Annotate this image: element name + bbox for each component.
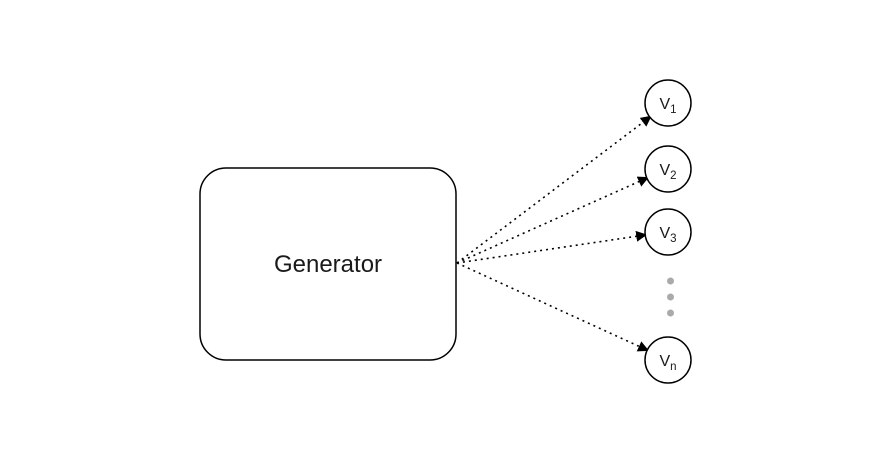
node-label-base: V [659,225,670,242]
generator-box [199,167,457,361]
node-label-base: V [659,96,670,113]
node-label-v2: V2 [659,162,676,182]
node-v2: V2 [644,145,692,193]
edge-generator-to-v3 [456,230,648,264]
node-label-sub: 2 [670,170,676,182]
generator-label: Generator [274,251,382,278]
node-label-v1: V1 [659,96,676,116]
edges [456,115,652,352]
node-label-sub: 1 [670,104,676,116]
node-v1: V1 [644,79,692,127]
edge-generator-to-v1 [456,115,652,264]
node-label-sub: 3 [670,233,676,245]
generator-node: Generator [199,167,457,361]
edge-generator-to-v2 [456,176,650,264]
ellipsis-dot [667,309,674,317]
node-label-vn: Vn [659,353,676,373]
node-circle-vn [644,336,692,384]
vertical-ellipsis-icon [667,277,674,317]
ellipsis-dot [667,293,674,301]
node-circle-v3 [644,208,692,256]
node-label-sub: n [670,361,676,373]
ellipsis-dot [667,277,674,285]
node-circle-v2 [644,145,692,193]
node-v3: V3 [644,208,692,256]
node-label-base: V [659,353,670,370]
edge-generator-to-vn [456,262,650,352]
node-vn: Vn [644,336,692,384]
node-label-base: V [659,162,670,179]
node-circle-v1 [644,79,692,127]
node-label-v3: V3 [659,225,676,245]
